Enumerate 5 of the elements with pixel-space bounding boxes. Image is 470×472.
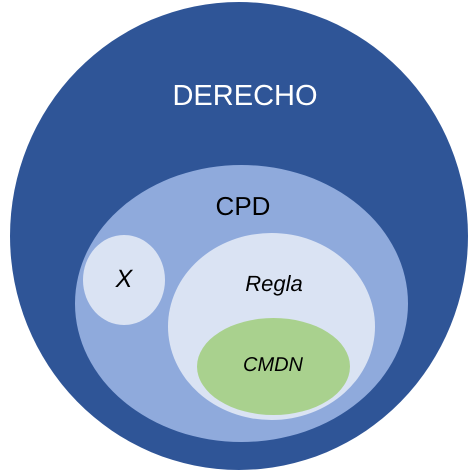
set-label: X: [116, 265, 132, 294]
set-label: Regla: [245, 271, 303, 297]
set-label: DERECHO: [172, 80, 318, 113]
set-label: CMDN: [243, 354, 303, 377]
set-label: CPD: [216, 191, 270, 222]
